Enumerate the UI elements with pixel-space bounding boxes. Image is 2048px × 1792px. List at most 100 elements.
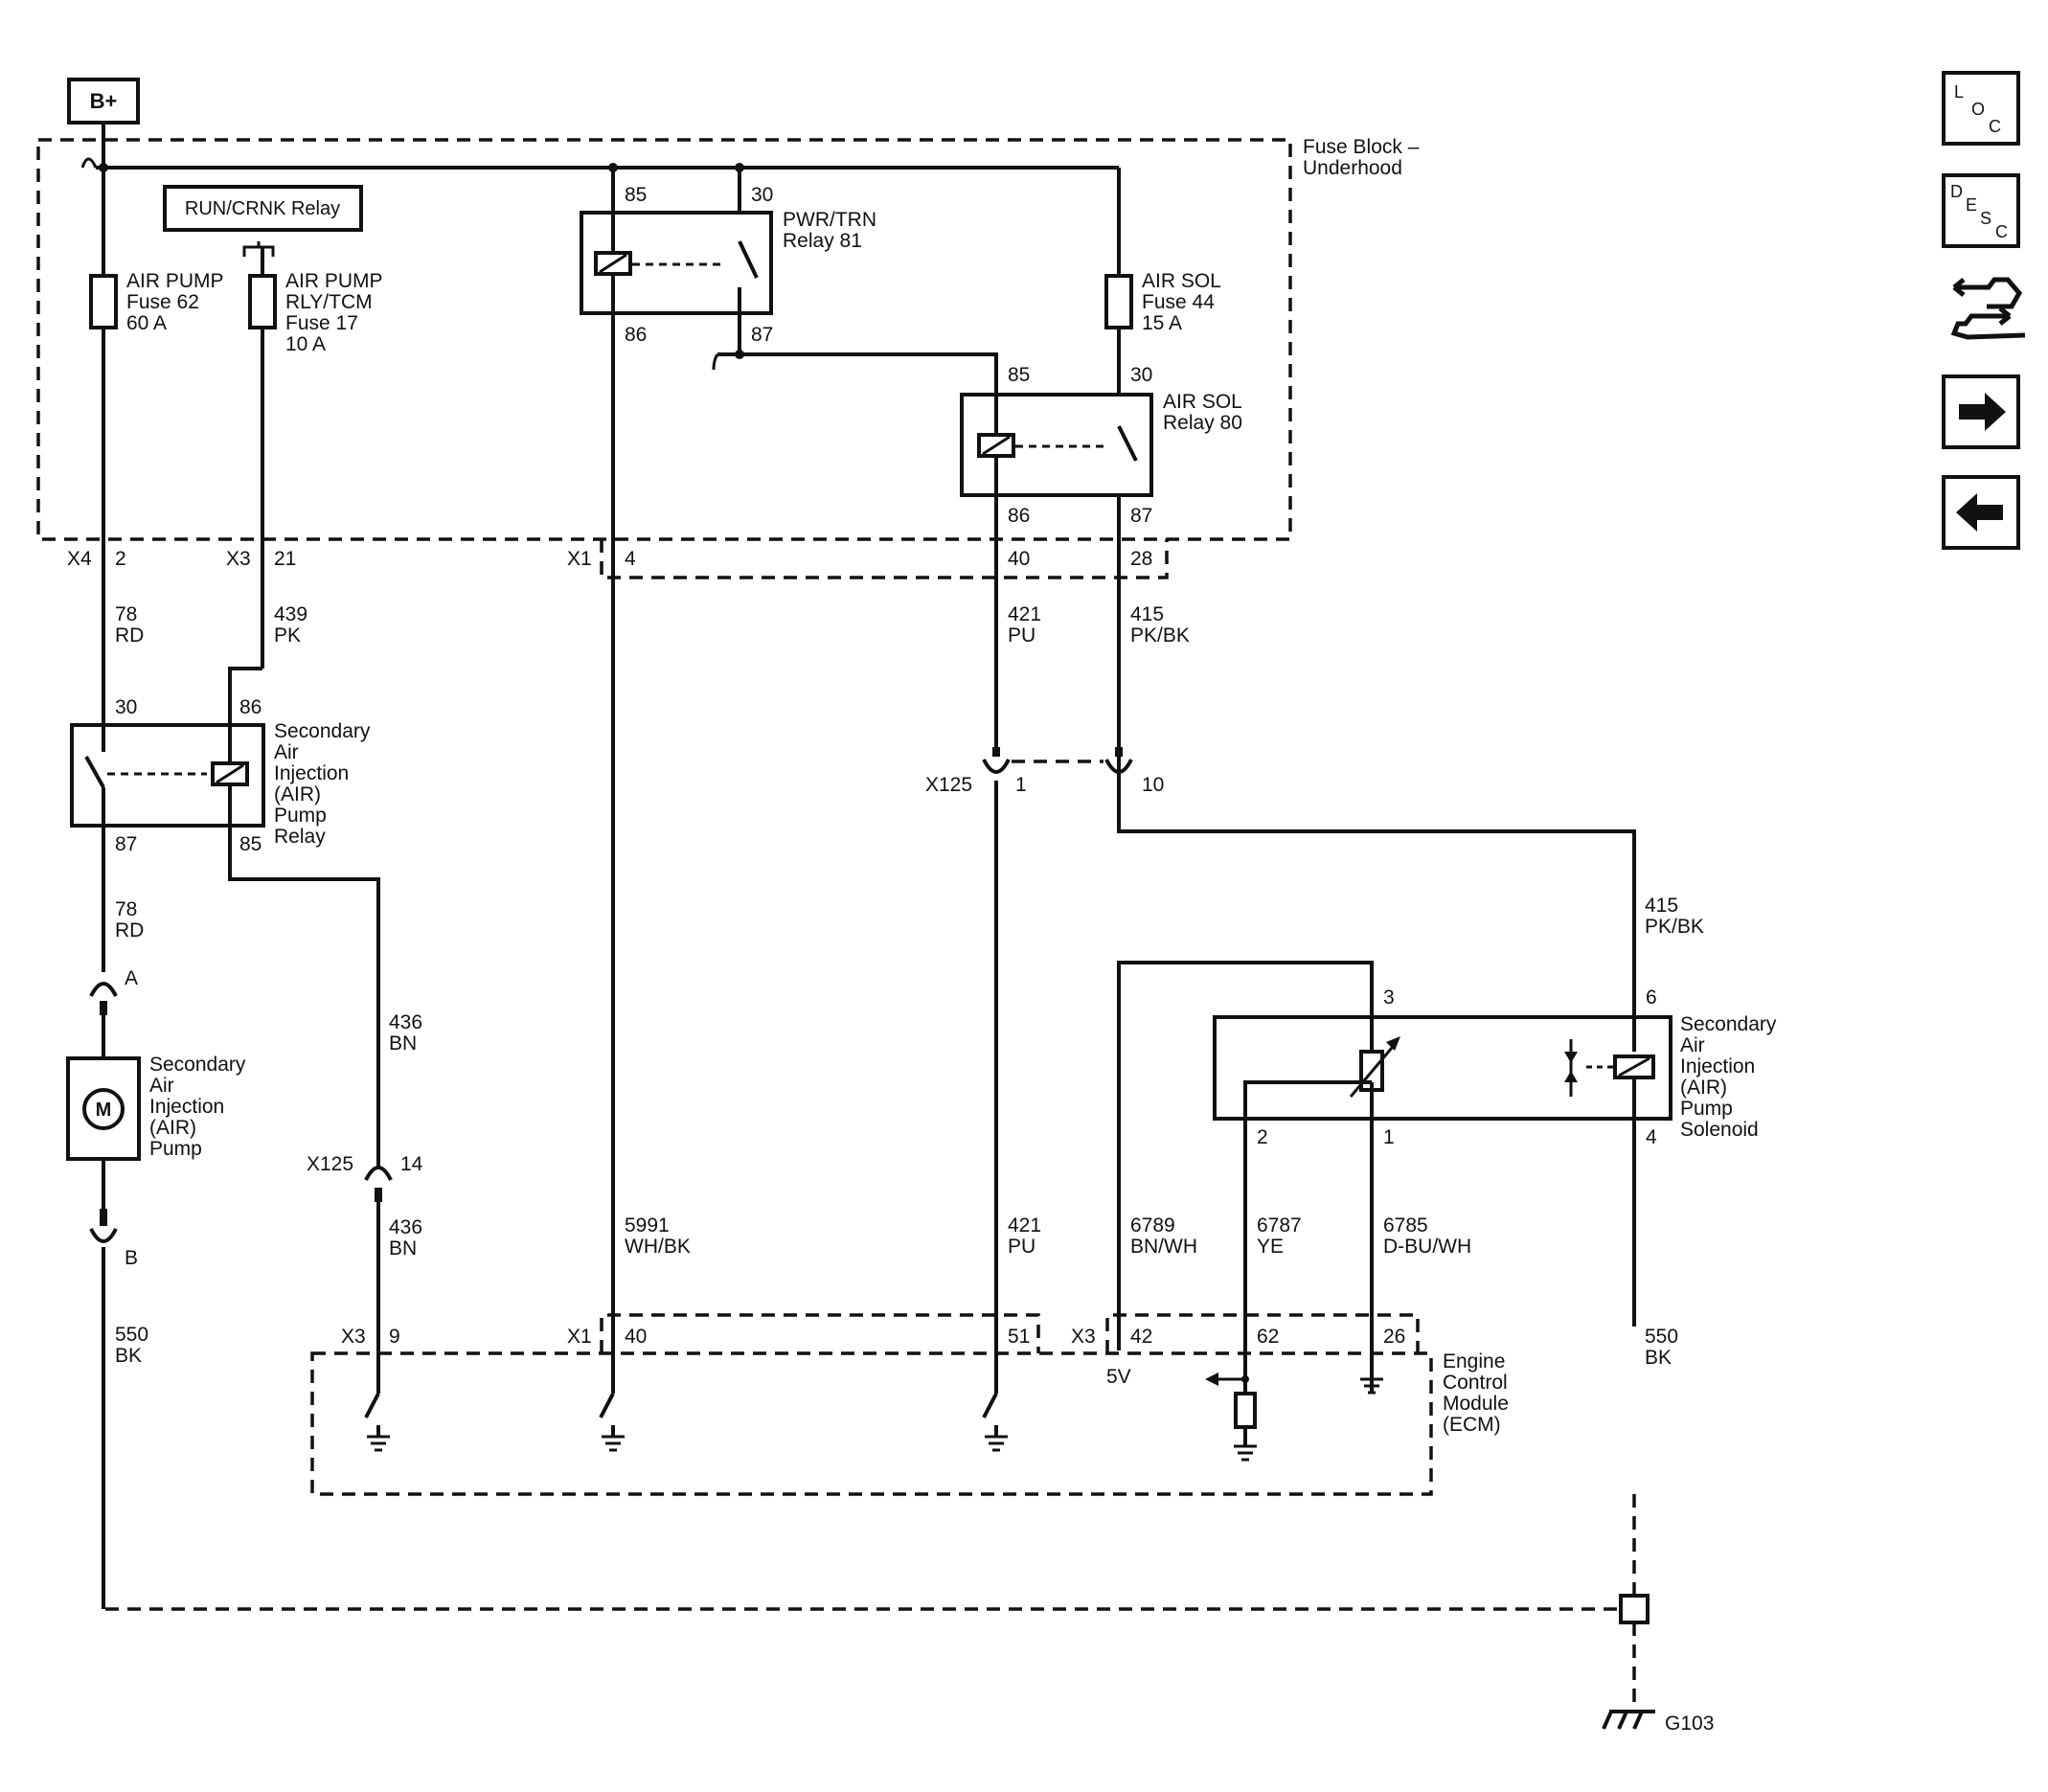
air-pump-relay-switch: [84, 756, 105, 788]
x125-pin-label: 10: [1142, 774, 1164, 796]
pump-connector-a-label: A: [125, 967, 138, 989]
relay-81-label: Relay 81: [783, 230, 862, 252]
fuse-44-label: Fuse 44: [1142, 291, 1215, 313]
solenoid-pin: 2: [1257, 1126, 1268, 1148]
wire-label: D-BU/WH: [1383, 1236, 1471, 1258]
relay-81-jumper: [712, 352, 719, 371]
wire-label: BK: [1645, 1347, 1672, 1369]
wire-label: RD: [115, 624, 144, 646]
wire-415-to-solenoid: [1117, 781, 1636, 1010]
left-arrow-icon[interactable]: [1942, 475, 2020, 550]
wire-label: PK: [274, 624, 301, 646]
relay-80-pin: 30: [1130, 364, 1152, 386]
solenoid-pin: 4: [1646, 1126, 1657, 1148]
wire-label: 6785: [1383, 1214, 1428, 1236]
connector-x1-boundary: [600, 539, 1169, 579]
solenoid-pin: 6: [1646, 987, 1657, 1009]
connector-x3: X3: [226, 548, 251, 570]
wire-label: 5991: [625, 1214, 670, 1236]
air-pump-motor-symbol: M: [96, 1100, 112, 1121]
relay-80-pin: 86: [1008, 505, 1030, 527]
air-pump-relay-pin: 30: [115, 696, 137, 718]
run-crnk-relay-label: RUN/CRNK Relay: [185, 198, 340, 219]
solenoid-valve-arrow-up: [1564, 1071, 1578, 1082]
ecm-connector: X1: [567, 1326, 592, 1348]
wire-label: 421: [1008, 1214, 1041, 1236]
ecm-signal-pin62: [1205, 1372, 1257, 1462]
ground-g103-icon: [1602, 1710, 1655, 1730]
relay-80-pin: 85: [1008, 364, 1030, 386]
loc-letter: C: [1989, 117, 2001, 136]
connector-x4: X4: [67, 548, 92, 570]
solenoid-label: (AIR): [1680, 1077, 1727, 1099]
x125-pin1-connector: [982, 759, 1011, 774]
wire-label: 436: [389, 1216, 422, 1238]
ecm-driver-pin9: [364, 1393, 390, 1452]
relay-81-pin: 85: [625, 184, 647, 206]
air-pump-relay-pin: 85: [239, 833, 262, 855]
wire-label: 6787: [1257, 1214, 1302, 1236]
relay-81-pin: 86: [625, 324, 647, 346]
wire-439-pk: [228, 667, 262, 725]
wire-label: 78: [115, 603, 137, 625]
wire-label: BN/WH: [1130, 1236, 1197, 1258]
air-pump-relay-label: Relay: [274, 826, 326, 848]
fuse-block-label-2: Underhood: [1303, 157, 1402, 179]
air-pump-label: Pump: [149, 1138, 202, 1160]
ecm-label: Module: [1443, 1393, 1509, 1415]
solenoid-label: Pump: [1680, 1098, 1733, 1120]
x125-pin10-connector: [1104, 759, 1133, 774]
wire-label: 415: [1130, 603, 1164, 625]
desc-letter: E: [1966, 195, 1977, 215]
ground-label: G103: [1665, 1713, 1714, 1735]
run-crnk-feed-symbol: [242, 241, 275, 257]
air-solenoid: [1213, 1015, 1673, 1121]
wire-label: 439: [274, 603, 307, 625]
fuse-block-label: Fuse Block –: [1303, 136, 1420, 158]
air-pump-relay-coil-diag: [216, 763, 244, 784]
connector-icon[interactable]: [1950, 277, 2026, 340]
air-pump-relay-label: Pump: [274, 805, 327, 827]
battery-source-label: B+: [90, 89, 118, 113]
wire-label: 415: [1645, 895, 1678, 917]
solenoid-sensor-arrowhead: [1386, 1036, 1400, 1051]
fuse-62-label: Fuse 62: [126, 291, 199, 313]
location-button[interactable]: L O C: [1942, 71, 2020, 146]
desc-letter: S: [1980, 209, 1991, 228]
ecm-pin: 40: [625, 1326, 647, 1348]
x125-connector-label: X125: [925, 774, 972, 796]
pump-connector-a: [89, 982, 118, 997]
fuse-62-label: 60 A: [126, 312, 167, 334]
fuse-17-label: RLY/TCM: [285, 291, 373, 313]
connector-x3-pin: 21: [274, 548, 296, 570]
fuse-62: [89, 274, 118, 329]
relay-80-coil-diag: [982, 435, 1011, 456]
wire-label: BN: [389, 1237, 417, 1259]
solenoid-label: Solenoid: [1680, 1119, 1759, 1141]
solenoid-valve-arrow-down: [1564, 1052, 1578, 1063]
fuse-17-label: 10 A: [285, 333, 326, 355]
desc-letter: C: [1995, 222, 2008, 241]
wire-label: WH/BK: [625, 1236, 691, 1258]
wire-label: 550: [115, 1324, 148, 1346]
air-pump-relay-label: Air: [274, 741, 299, 763]
air-pump-relay-label: (AIR): [274, 783, 321, 805]
x125-connector-label: X125: [307, 1153, 353, 1175]
connector-x1: X1: [567, 548, 592, 570]
right-arrow-icon[interactable]: [1942, 374, 2020, 449]
ecm-label: (ECM): [1443, 1414, 1501, 1436]
air-pump-motor-icon: [82, 1088, 125, 1130]
ecm-pin: 9: [389, 1326, 400, 1348]
relay-81-pin: 87: [751, 324, 773, 346]
wire-label: PU: [1008, 624, 1035, 646]
pump-connector-b-label: B: [125, 1247, 138, 1269]
solenoid-label: Injection: [1680, 1055, 1755, 1077]
description-button[interactable]: D E S C: [1942, 173, 2020, 248]
air-pump-relay-label: Injection: [274, 762, 349, 784]
wire-label: BN: [389, 1032, 417, 1055]
solenoid-pin: 3: [1383, 987, 1395, 1009]
ecm-pin: 42: [1130, 1326, 1152, 1348]
fuse-17: [248, 274, 277, 329]
air-pump-relay-pin: 86: [239, 696, 262, 718]
